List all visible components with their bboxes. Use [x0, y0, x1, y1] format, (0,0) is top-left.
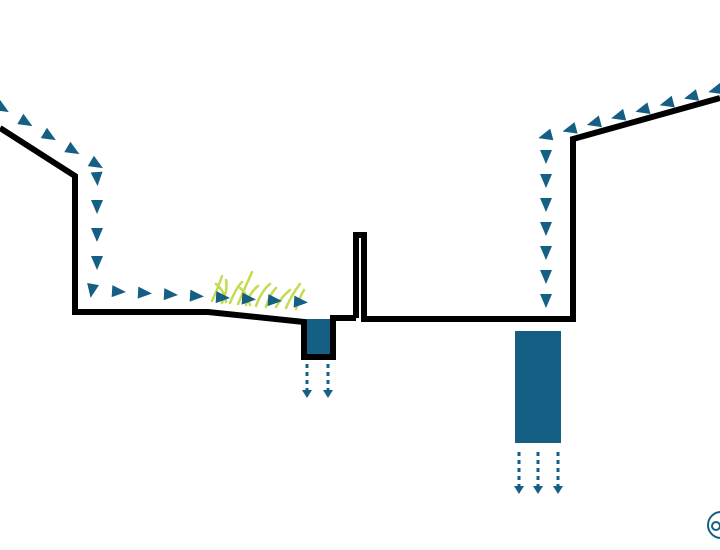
infiltration-arrowhead [514, 486, 524, 494]
left-ground-profile [0, 125, 356, 360]
runoff-arrow [293, 295, 308, 308]
runoff-arrow [189, 289, 204, 302]
runoff-arrow [90, 171, 103, 186]
infiltration-arrowhead [533, 486, 543, 494]
runoff-arrow [540, 222, 552, 236]
runoff-arrow [215, 291, 230, 304]
runoff-arrow [163, 288, 178, 301]
runoff-arrows [0, 82, 720, 308]
runoff-arrow [635, 102, 651, 114]
trench-water [307, 319, 330, 354]
grass-blade [244, 284, 260, 307]
infiltration-arrowhead [553, 486, 563, 494]
grass-strip [210, 270, 306, 311]
runoff-arrow [540, 270, 552, 284]
grass-blade [284, 282, 302, 310]
retaining-wall [353, 232, 367, 319]
grass-blade [294, 288, 306, 311]
grass-blade [274, 288, 292, 309]
runoff-arrow [683, 89, 700, 101]
runoff-arrow [540, 246, 552, 260]
soakaway-block [515, 331, 561, 443]
runoff-arrow [540, 174, 552, 188]
runoff-arrow [40, 127, 56, 141]
runoff-arrow [91, 228, 103, 242]
runoff-arrow [538, 128, 554, 141]
runoff-arrow [659, 95, 675, 108]
runoff-arrow [87, 155, 103, 169]
runoff-arrow [540, 294, 552, 308]
runoff-arrow [137, 286, 152, 299]
runoff-arrow [64, 141, 80, 155]
runoff-arrow [0, 99, 9, 113]
runoff-arrow [241, 292, 256, 305]
runoff-arrow [91, 200, 103, 214]
grass-blade [228, 280, 244, 305]
infiltration-arrows [302, 364, 563, 494]
runoff-arrow [267, 294, 282, 307]
runoff-arrow [562, 122, 578, 134]
runoff-arrow [540, 150, 552, 164]
grass-blade [210, 274, 224, 303]
grass-blade [254, 282, 272, 308]
infiltration-arrowhead [302, 390, 312, 398]
grass-blade [236, 270, 254, 306]
runoff-arrow [17, 113, 33, 127]
infiltration-arrowhead [323, 390, 333, 398]
runoff-arrow [540, 198, 552, 212]
runoff-arrow [586, 115, 602, 128]
runoff-arrow [91, 256, 103, 270]
runoff-arrow [611, 108, 627, 121]
runoff-arrow [87, 283, 99, 298]
right-ground-profile [361, 95, 720, 322]
info-badge-icon [707, 511, 720, 539]
runoff-arrow [111, 285, 126, 298]
grass-blade [214, 282, 228, 304]
grass-blade [220, 278, 228, 305]
